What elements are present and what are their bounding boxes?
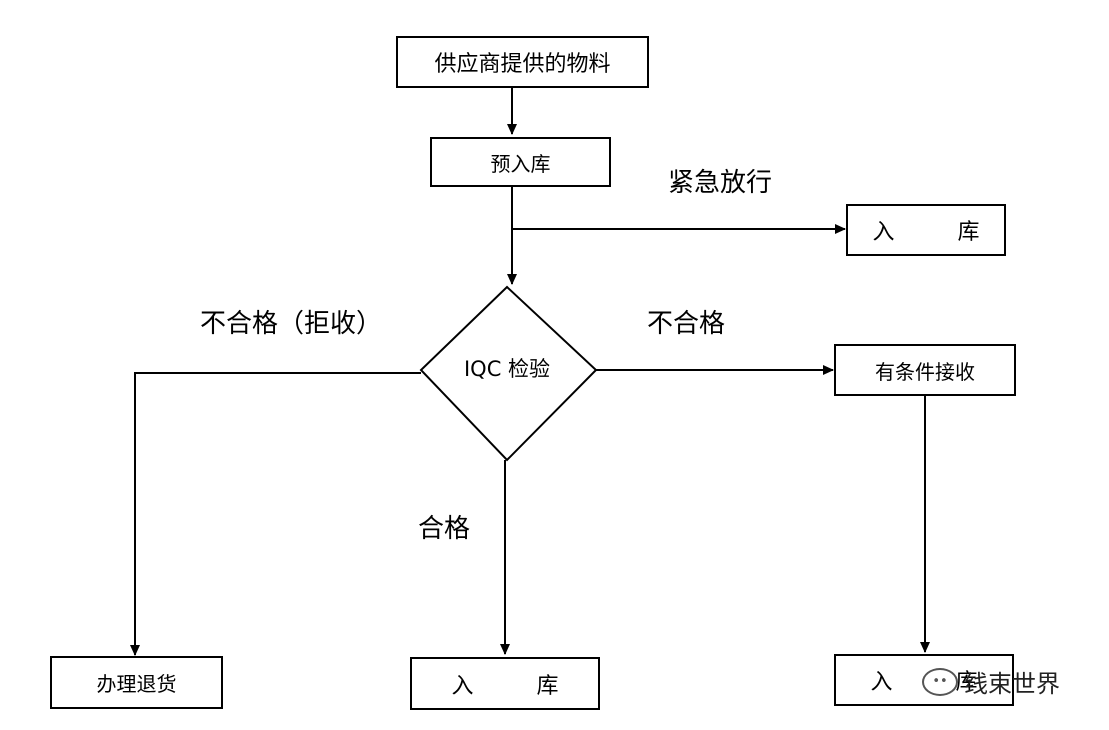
node-iqc-label: IQC 检验 <box>463 357 551 381</box>
watermark: •• 线束世界 <box>922 664 1060 699</box>
node-return-goods-label: 办理退货 <box>96 672 177 696</box>
watermark-text: 线束世界 <box>964 670 1060 698</box>
edge-label-reject: 不合格（拒收） <box>200 309 383 339</box>
iqc-diamond <box>419 285 598 462</box>
edge-reject <box>130 372 421 656</box>
node-storage-conditional: 入 库 <box>834 654 1014 706</box>
node-pre-storage: 预入库 <box>430 137 611 187</box>
node-return-goods: 办理退货 <box>50 656 223 709</box>
node-storage-emergency-label: 入 库 <box>872 220 1008 245</box>
node-conditional-acceptance-label: 有条件接收 <box>875 359 975 384</box>
edge-label-pass: 合格 <box>418 514 471 544</box>
node-conditional-acceptance: 有条件接收 <box>834 344 1016 396</box>
node-supplier-material-label: 供应商提供的物料 <box>434 52 611 77</box>
node-storage-pass: 入 库 <box>410 657 600 710</box>
node-supplier-material: 供应商提供的物料 <box>396 36 649 88</box>
node-storage-emergency: 入 库 <box>846 204 1006 256</box>
node-pre-storage-label: 预入库 <box>490 151 551 176</box>
edge-label-emergency-release: 紧急放行 <box>668 168 773 198</box>
node-storage-pass-label: 入 库 <box>451 673 587 699</box>
edge-label-nonconforming: 不合格 <box>647 309 726 339</box>
wechat-icon: •• <box>922 667 958 696</box>
